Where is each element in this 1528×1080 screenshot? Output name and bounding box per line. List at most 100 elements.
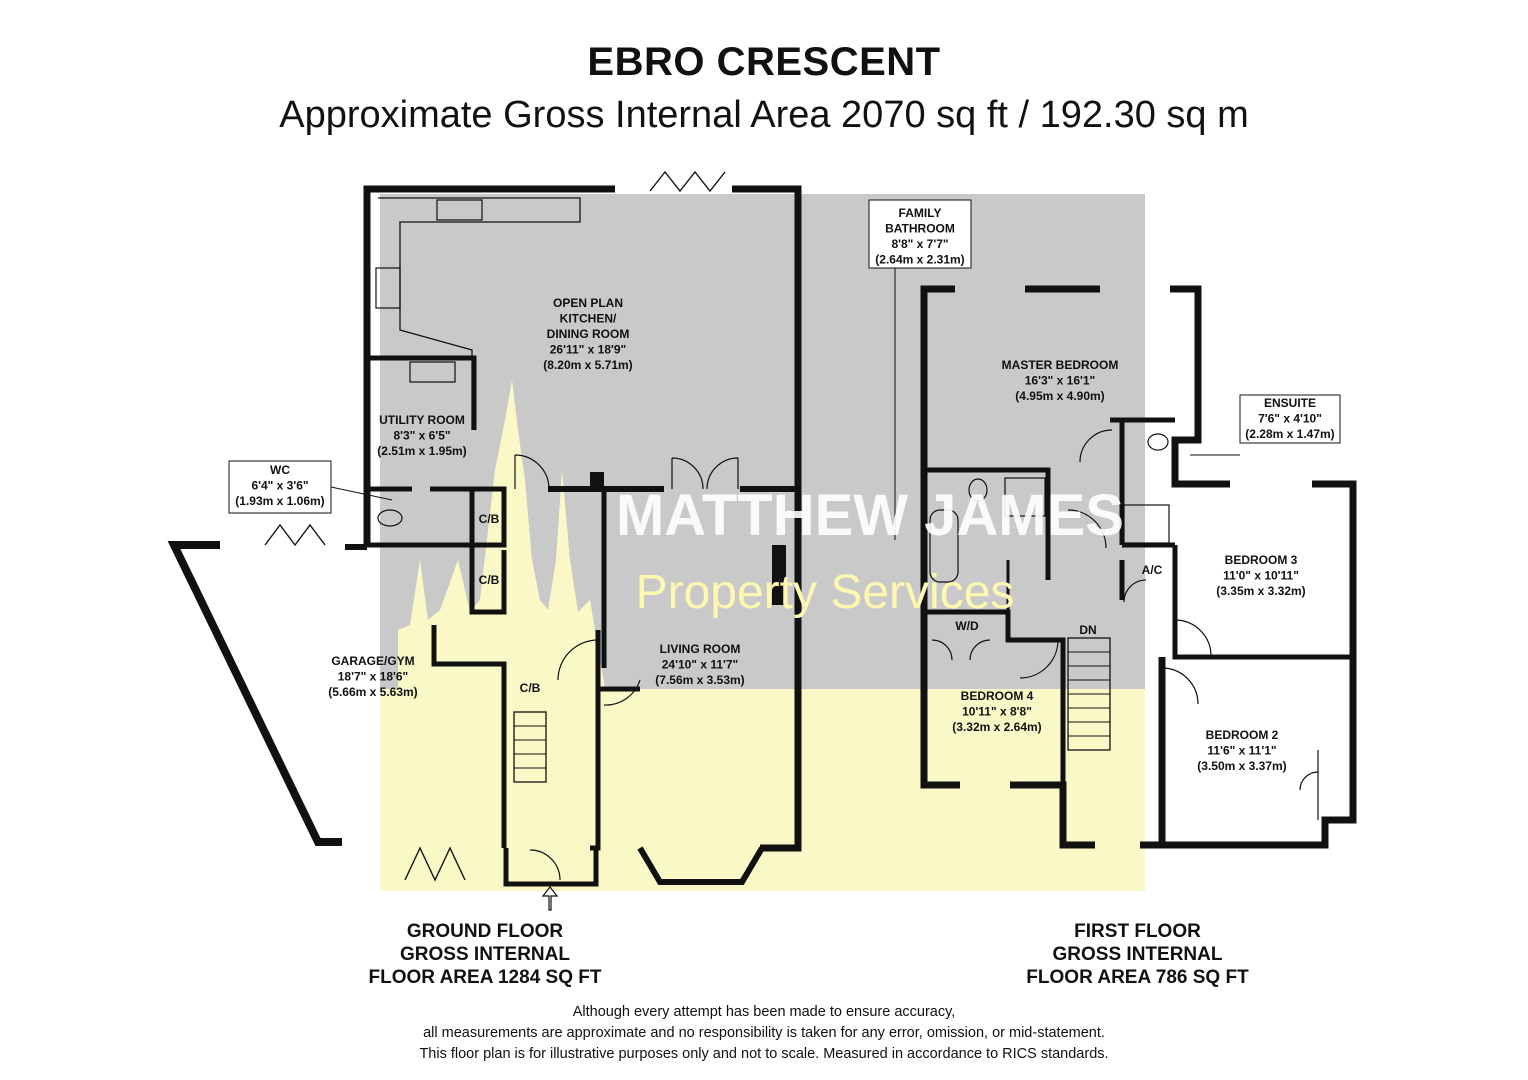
bathroom-label-box — [868, 199, 972, 269]
kitchen-top-wall-right — [732, 185, 802, 852]
living-room-label-line: LIVING ROOM — [660, 642, 741, 656]
living-hall-door — [603, 679, 641, 706]
wardrobe-doors — [931, 639, 991, 661]
disclaimer-line: This floor plan is for illustrative purp… — [419, 1046, 1109, 1062]
page-title: EBRO CRESCENT — [587, 40, 941, 84]
ac-door — [1123, 579, 1147, 603]
watermark-sub: Property Services — [636, 566, 1015, 619]
kitchen-top-wall-left — [363, 185, 615, 545]
chimney-breast — [590, 472, 604, 490]
wc-label: WC 6'4" x 3'6"(1.93m x 1.06m) — [235, 463, 324, 508]
bedroom3-walls — [1172, 545, 1353, 660]
living-room-label-line: 24'10" x 11'7" — [662, 658, 738, 672]
first-stair-treads — [1068, 651, 1110, 737]
bedroom2-label-line: BEDROOM 2 — [1206, 728, 1279, 742]
stair-treads — [514, 725, 546, 769]
utility-room-label-line: 8'3" x 6'5" — [393, 429, 450, 443]
wc-toilet — [377, 509, 403, 527]
airing-cupboard-label-line: A/C — [1142, 563, 1163, 577]
fireplace — [772, 545, 786, 605]
ground-floor-caption-line: GROSS INTERNAL — [400, 944, 570, 965]
ground-stairs — [513, 711, 547, 783]
stairs-down-label: DN — [1079, 623, 1096, 637]
bedroom2-label-line: (3.50m x 3.37m) — [1197, 759, 1286, 773]
cupboard-label: C/B — [520, 681, 541, 695]
kitchen-label-line: 26'11" x 18'9" — [550, 343, 626, 357]
master-bedroom-label-line: (4.95m x 4.90m) — [1015, 389, 1104, 403]
bedroom3-label-line: (3.35m x 3.32m) — [1216, 584, 1305, 598]
bedroom2-label: BEDROOM 2 11'6" x 11'1"(3.50m x 3.37m) — [1197, 728, 1286, 773]
bedroom3-label-line: 11'0" x 10'11" — [1223, 569, 1299, 583]
ensuite-toilet — [1147, 433, 1169, 451]
bedroom2-label-line: 11'6" x 11'1" — [1207, 744, 1276, 758]
family-bathroom-label-line: FAMILY — [899, 206, 942, 220]
bay-window — [637, 846, 765, 885]
master-door — [1079, 429, 1113, 463]
kitchen-label-line: (8.20m x 5.71m) — [543, 358, 632, 372]
garage-walls — [167, 541, 342, 846]
wc-label-line: (1.93m x 1.06m) — [235, 494, 324, 508]
entrance-arrow — [541, 886, 559, 911]
cupboard-label-line: C/B — [520, 681, 541, 695]
utility-room-label-line: UTILITY ROOM — [379, 413, 465, 427]
cupboard-label-line: C/B — [479, 573, 500, 587]
bedroom2-door — [1161, 667, 1199, 705]
bedroom4-label: BEDROOM 4 10'11" x 8'8"(3.32m x 2.64m) — [952, 689, 1041, 734]
first-floor-caption-line: FLOOR AREA 786 SQ FT — [1026, 967, 1249, 988]
bathroom-door — [1067, 509, 1107, 549]
kitchen-label-line: DINING ROOM — [547, 327, 630, 341]
bathroom-wall — [922, 505, 1010, 612]
ensuite-shower — [1123, 504, 1170, 544]
entrance-walls — [503, 848, 599, 887]
bedroom4-walls — [924, 609, 1066, 785]
wc-label-line: 6'4" x 3'6" — [251, 479, 308, 493]
hob-unit — [375, 267, 401, 309]
bedroom4-label-line: 10'11" x 8'8" — [962, 705, 1032, 719]
shower-enclosure — [1004, 477, 1046, 517]
garage-label-line: (5.66m x 5.63m) — [328, 685, 417, 699]
cupboard-label-line: C/B — [479, 512, 500, 526]
master-bedroom-label-line: 16'3" x 16'1" — [1025, 374, 1095, 388]
kitchen-label-line: OPEN PLAN — [553, 296, 623, 310]
front-door — [529, 849, 561, 881]
disclaimer: Although every attempt has been made to … — [0, 1002, 1528, 1065]
bedroom4-door — [1019, 639, 1059, 679]
airing-cupboard-label: A/C — [1142, 563, 1163, 577]
front-bifold-door — [404, 846, 466, 882]
wardrobe-label-line: W/D — [955, 619, 979, 633]
first-floor-caption-line: GROSS INTERNAL — [1052, 944, 1223, 965]
bedroom3-door — [1174, 619, 1212, 657]
garage-label-line: 18'7" x 18'6" — [338, 670, 408, 684]
page-subtitle: Approximate Gross Internal Area 2070 sq … — [279, 94, 1249, 136]
first-floor-caption-line: FIRST FLOOR — [1074, 921, 1201, 942]
ensuite-label-box — [1239, 394, 1341, 444]
bedroom2-wardrobe — [1299, 750, 1319, 820]
utility-room-label-line: (2.51m x 1.95m) — [377, 444, 466, 458]
garage-bifold-door — [264, 523, 326, 547]
disclaimer-line: all measurements are approximate and no … — [423, 1025, 1105, 1041]
bedroom4-label-line: (3.32m x 2.64m) — [952, 720, 1041, 734]
family-bathroom-label-line: (2.64m x 2.31m) — [875, 253, 964, 267]
family-bathroom-label-line: 8'8" x 7'7" — [891, 237, 948, 251]
cupboard-label: C/B — [479, 573, 500, 587]
watermark-main: MATTHEW JAMES — [616, 483, 1124, 548]
landing-walls — [1110, 417, 1175, 600]
utility-walls — [367, 355, 477, 430]
ground-floor-caption: GROUND FLOOR GROSS INTERNAL FLOOR AREA 1… — [340, 920, 630, 989]
bedroom4-label-line: BEDROOM 4 — [961, 689, 1034, 703]
wc-walls — [367, 486, 475, 548]
stairs-down-label-line: DN — [1079, 623, 1096, 637]
ensuite-label-line: 7'6" x 4'10" — [1258, 412, 1322, 426]
ground-floor-caption-line: GROUND FLOOR — [406, 921, 564, 942]
rear-bifold-door — [649, 170, 726, 193]
bedroom3-label-line: BEDROOM 3 — [1225, 553, 1298, 567]
wc-label-line: WC — [270, 463, 290, 477]
bathroom-toilet — [968, 478, 988, 502]
disclaimer-line: Although every attempt has been made to … — [572, 1004, 956, 1020]
